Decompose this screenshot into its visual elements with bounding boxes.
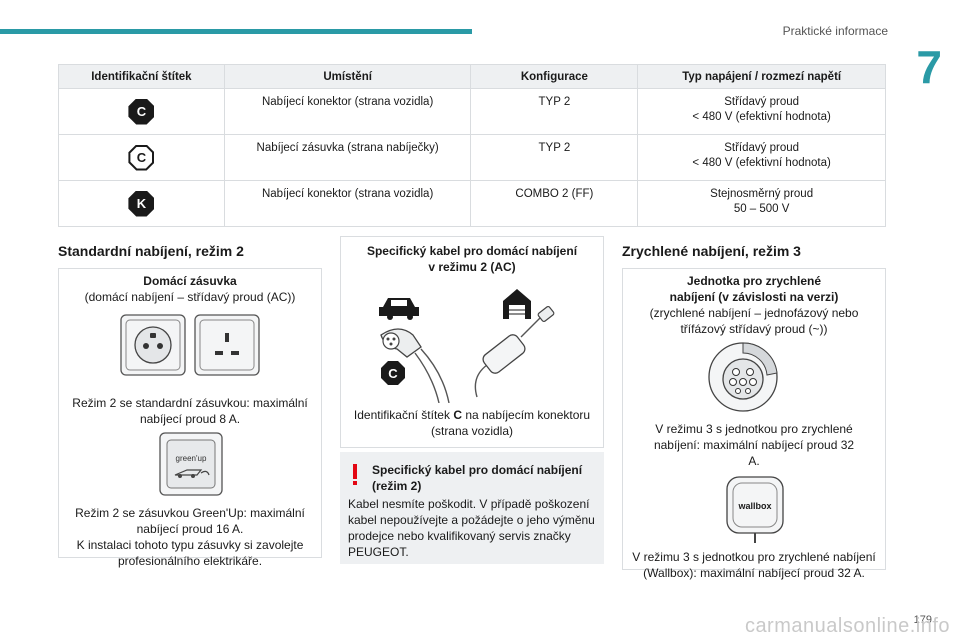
power-cell: Střídavý proud < 480 V (efektivní hodnot… bbox=[637, 134, 886, 181]
warning-exclamation-icon bbox=[353, 464, 357, 485]
uk-socket-icon bbox=[194, 314, 260, 376]
warning-title: Specifický kabel pro domácí nabíjení (re… bbox=[372, 463, 583, 493]
connector-spec-table: Identifikační štítek Umístění Konfigurac… bbox=[58, 64, 886, 227]
greenup-socket-illustration: green'up bbox=[159, 432, 223, 496]
power-type: Střídavý proud bbox=[724, 96, 800, 108]
car-icon bbox=[379, 298, 419, 320]
accelerated-charging-heading: Zrychlené nabíjení, režim 3 bbox=[622, 243, 801, 259]
mode2-cable-illustration: C bbox=[379, 289, 555, 403]
type2-socket-icon bbox=[708, 342, 778, 412]
location-cell: Nabíjecí zásuvka (strana nabíječky) bbox=[223, 134, 472, 181]
accelerated-unit-box: Jednotka pro zrychlené nabíjení (v závis… bbox=[622, 268, 886, 580]
column-header: Umístění bbox=[223, 64, 472, 89]
watermark: carmanualsonline.info bbox=[744, 615, 950, 637]
greenup-socket-icon: green'up bbox=[159, 432, 223, 496]
standard-socket-caption: Režim 2 se standardní zásuvkou: maximáln… bbox=[72, 396, 308, 426]
table-row: K Nabíjecí konektor (strana vozidla) COM… bbox=[58, 180, 886, 227]
greenup-label: green'up bbox=[176, 454, 207, 463]
table-row: C Nabíjecí zásuvka (strana nabíječky) TY… bbox=[58, 134, 886, 181]
electrician-note: K instalaci tohoto typu zásuvky si zavol… bbox=[76, 538, 304, 568]
wallbox-illustration: wallbox bbox=[726, 476, 784, 543]
ev-connector-icon bbox=[380, 328, 450, 403]
warning-text: Kabel nesmíte poškodit. V případě poškoz… bbox=[348, 497, 595, 559]
power-cell: Střídavý proud < 480 V (efektivní hodnot… bbox=[637, 88, 886, 135]
label-badge-icon: C bbox=[128, 144, 155, 171]
badge-cell: C bbox=[58, 88, 225, 135]
config-cell: COMBO 2 (FF) bbox=[470, 180, 639, 227]
column-header: Identifikační štítek bbox=[58, 64, 225, 89]
cable-warning-box: Specifický kabel pro domácí nabíjení (re… bbox=[340, 452, 604, 564]
table-row: C Nabíjecí konektor (strana vozidla) TYP… bbox=[58, 88, 886, 135]
box-subtitle: (zrychlené nabíjení – jednofázový nebo t… bbox=[649, 306, 859, 336]
accelerated-unit-caption: V režimu 3 s jednotkou pro zrychlené nab… bbox=[653, 422, 855, 468]
power-cell: Stejnosměrný proud 50 – 500 V bbox=[637, 180, 886, 227]
location-cell: Nabíjecí konektor (strana vozidla) bbox=[223, 180, 472, 227]
badge-cell: C bbox=[58, 134, 225, 181]
charging-unit-socket-illustration bbox=[708, 342, 778, 412]
section-title: Praktické informace bbox=[782, 24, 888, 38]
voltage-range: < 480 V (efektivní hodnota) bbox=[692, 111, 831, 123]
box-title: Domácí zásuvka bbox=[143, 274, 237, 288]
location-cell: Nabíjecí konektor (strana vozidla) bbox=[223, 88, 472, 135]
mode2-cable-box: Specifický kabel pro domácí nabíjení v r… bbox=[340, 236, 604, 448]
voltage-range: < 480 V (efektivní hodnota) bbox=[692, 157, 831, 169]
label-badge-icon: K bbox=[128, 190, 155, 217]
page-number: 179 bbox=[913, 614, 932, 626]
config-cell: TYP 2 bbox=[470, 88, 639, 135]
column-header: Konfigurace bbox=[470, 64, 639, 89]
wallbox-label: wallbox bbox=[737, 501, 771, 511]
domestic-sockets-illustration bbox=[120, 314, 260, 376]
table-header-row: Identifikační štítek Umístění Konfigurac… bbox=[58, 64, 886, 89]
standard-charging-heading: Standardní nabíjení, režim 2 bbox=[58, 243, 244, 259]
mode2-caption: Identifikační štítek C na nabíjecím kone… bbox=[353, 408, 591, 438]
wallbox-caption: V režimu 3 s jednotkou pro zrychlené nab… bbox=[632, 550, 876, 580]
label-badge-icon: C bbox=[381, 361, 405, 385]
box-subtitle: (domácí nabíjení – střídavý proud (AC)) bbox=[84, 290, 296, 304]
power-type: Stejnosměrný proud bbox=[710, 188, 814, 200]
power-type: Střídavý proud bbox=[724, 142, 800, 154]
header-accent-bar bbox=[0, 29, 472, 34]
box-title: Specifický kabel pro domácí nabíjení v r… bbox=[366, 244, 578, 274]
svg-text:C: C bbox=[388, 366, 398, 381]
box-title: Jednotka pro zrychlené nabíjení (v závis… bbox=[669, 274, 839, 304]
cable-control-box-icon bbox=[474, 305, 555, 398]
wallbox-icon: wallbox bbox=[726, 476, 784, 543]
column-header: Typ napájení / rozmezí napětí bbox=[637, 64, 886, 89]
domestic-socket-box: Domácí zásuvka (domácí nabíjení – střída… bbox=[58, 268, 322, 568]
voltage-range: 50 – 500 V bbox=[733, 203, 790, 215]
label-badge-icon: C bbox=[128, 98, 155, 125]
greenup-caption: Režim 2 se zásuvkou Green'Up: maximální … bbox=[75, 506, 305, 536]
badge-cell: K bbox=[58, 180, 225, 227]
french-socket-icon bbox=[120, 314, 186, 376]
config-cell: TYP 2 bbox=[470, 134, 639, 181]
garage-icon bbox=[503, 289, 531, 319]
chapter-number: 7 bbox=[916, 41, 942, 93]
